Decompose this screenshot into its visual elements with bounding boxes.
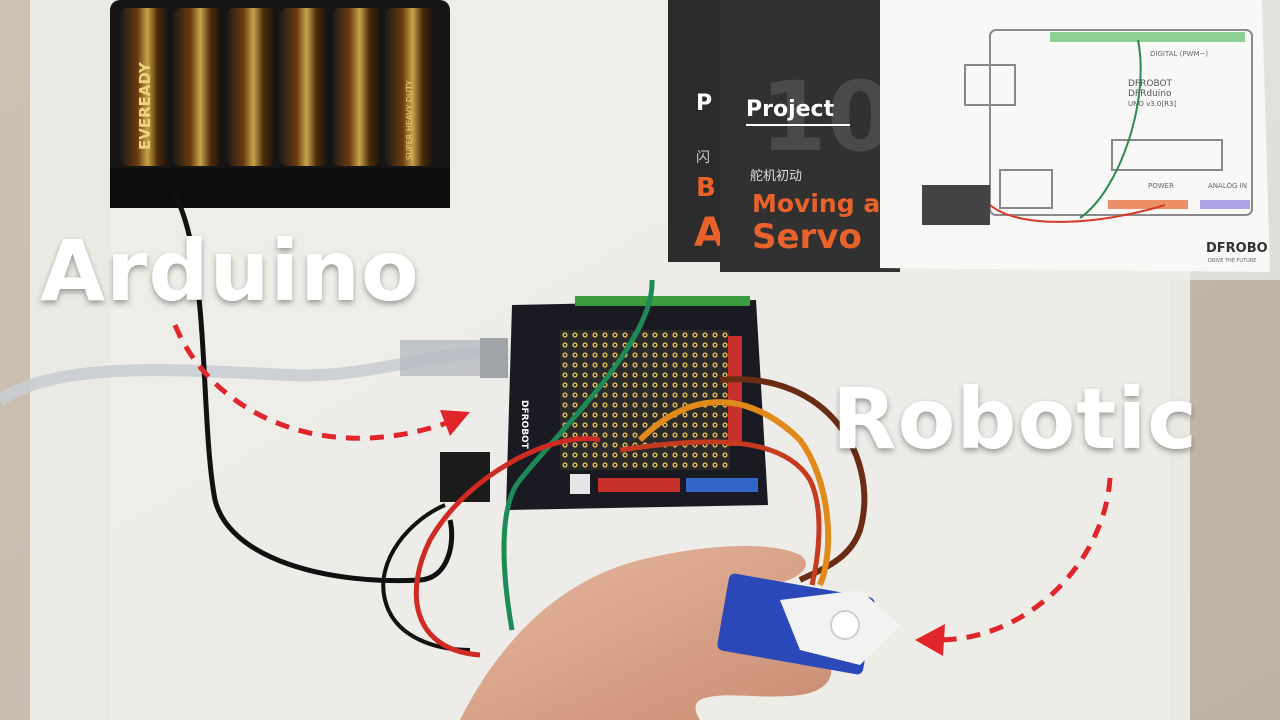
red-wire: [413, 436, 601, 658]
power-cable-2: [381, 503, 471, 652]
battery-holder-base: [110, 168, 450, 208]
manual-footer-tagline: DRIVE THE FUTURE: [1208, 258, 1256, 264]
arduino-shield: DFROBOT: [506, 296, 768, 510]
usb-port-drawing: [964, 64, 1016, 106]
batteries: [120, 8, 435, 166]
green-wire: [501, 279, 655, 631]
battery: [332, 8, 382, 166]
battery-brand: EVEREADY: [136, 61, 154, 150]
servo-horn-hub: [830, 610, 860, 640]
arrow-to-arduino: [172, 324, 456, 441]
header-top: [575, 296, 750, 306]
analog-header: [1200, 200, 1250, 209]
power-cable: [172, 193, 455, 584]
battery-tagline: SUPER HEAVY DUTY: [405, 80, 414, 160]
front-card: [720, 0, 900, 272]
back-card-letter-b: B: [696, 173, 716, 203]
booklet: P 闪 B A 10 Project 舵机初动 Moving a Servo: [668, 0, 900, 272]
project-underline: [746, 124, 850, 126]
battery-pack: EVEREADY SUPER HEAVY DUTY: [110, 0, 450, 208]
digital-label: DIGITAL (PWM~): [1150, 50, 1208, 58]
servo-wire-orange: [637, 399, 832, 587]
brand-line3: UNO v3.0[R3]: [1128, 100, 1176, 108]
chip-drawing: [1111, 139, 1223, 171]
project-number: 10: [760, 61, 894, 173]
battery: [173, 8, 223, 166]
battery: [226, 8, 276, 166]
battery: [279, 8, 329, 166]
usb-socket: [480, 338, 508, 378]
battery: [385, 8, 435, 166]
manual-footer-brand: DFROBO: [1206, 241, 1268, 256]
header-bottom-red: [598, 478, 680, 492]
arrow-to-arduino-head: [440, 410, 470, 436]
manual-sheet: DIGITAL (PWM~) DFROBOT DFRduino UNO v3.0…: [880, 0, 1270, 272]
back-card-cn: 闪: [696, 150, 710, 166]
analog-label: ANALOG IN: [1208, 182, 1247, 190]
back-card-letter-a: A: [694, 210, 725, 256]
power-jack-drawing: [999, 169, 1053, 209]
booklet-title-line1: Moving a: [752, 189, 880, 218]
arduino-label: Arduino: [40, 222, 420, 320]
robotic-label: Robotic: [832, 370, 1198, 468]
header-red: [728, 336, 742, 446]
servo-drawing-wire-green: [1079, 39, 1142, 219]
servo-drawing: [922, 185, 990, 225]
servo-wire-red: [619, 439, 822, 586]
arrow-to-servo-head: [915, 624, 945, 656]
servo-drawing-wire-red: [989, 204, 1166, 223]
power-header: [1108, 200, 1188, 209]
header-bottom-blue: [686, 478, 758, 492]
back-card-letter-p: P: [696, 91, 712, 116]
power-label: POWER: [1148, 182, 1174, 190]
shield-brand: DFROBOT: [519, 400, 529, 450]
brand-line2: DFRduino: [1128, 89, 1172, 99]
booklet-title-line2: Servo: [752, 217, 862, 257]
usb-plug: [400, 340, 480, 376]
brand-line1: DFROBOT: [1128, 79, 1173, 89]
arrow-to-servo: [937, 477, 1113, 643]
reset-button: [570, 474, 590, 494]
battery: [120, 8, 170, 166]
booklet-subtitle-cn: 舵机初动: [750, 169, 802, 184]
digital-header: [1050, 32, 1245, 42]
project-word: Project: [746, 97, 835, 122]
